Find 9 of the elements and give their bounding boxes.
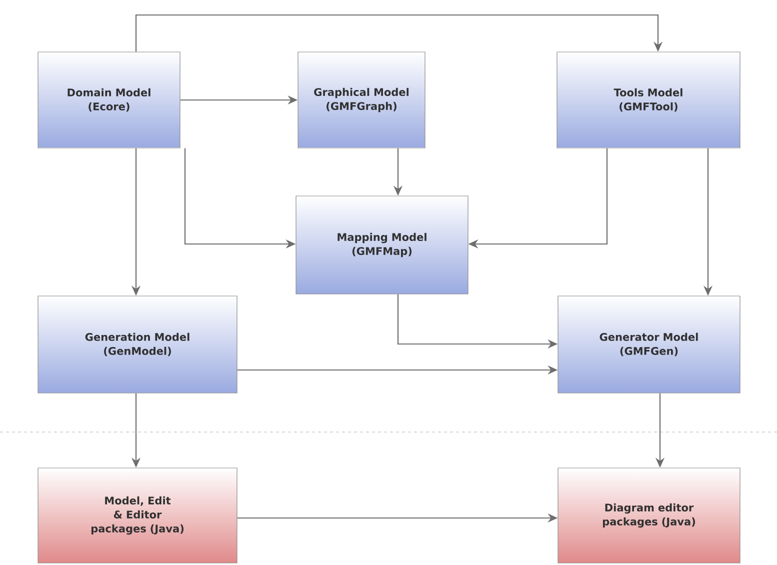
model-box: Tools Model (GMFTool) [556, 52, 740, 148]
model-box: Model, Edit & Editor packages (Java) [38, 468, 238, 564]
model-box: Domain Model (Ecore) [38, 52, 180, 148]
model-box: Generation Model (GenModel) [38, 296, 238, 394]
model-box: Mapping Model (GMFMap) [296, 196, 468, 294]
model-box: Generator Model (GMFGen) [558, 296, 740, 394]
model-box: Diagram editor packages (Java) [558, 468, 740, 564]
arrow [135, 14, 663, 52]
model-box: Graphical Model (GMFGraph) [298, 52, 426, 148]
